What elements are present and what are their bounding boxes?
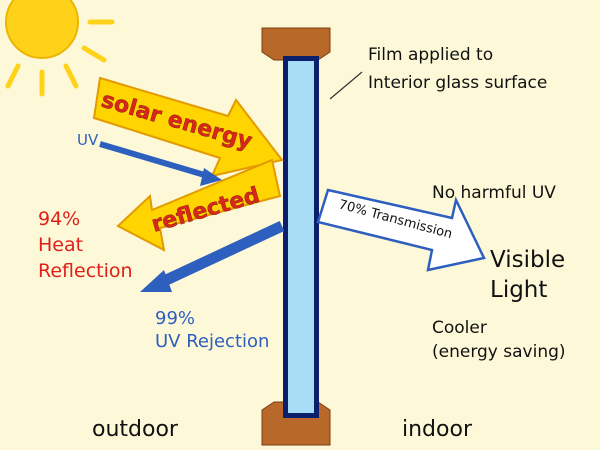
heat-word: Heat (38, 234, 84, 256)
uv-incoming-arrow (99, 141, 222, 186)
reflected-arrow (116, 158, 282, 252)
uv-rejection-arrow (140, 221, 285, 292)
film-pointer-line (329, 71, 363, 100)
window-pane (261, 27, 331, 446)
cooler-label: Cooler (432, 318, 487, 338)
transmission-arrow (316, 188, 486, 272)
film-label-line1: Film applied to (368, 45, 494, 65)
heat-percent: 94% (38, 208, 81, 230)
uv-rejection-label: UV Rejection (155, 331, 270, 352)
film-label-line2: Interior glass surface (368, 73, 548, 93)
solar-energy-arrow (92, 76, 284, 178)
visible-light-line1: Visible (490, 247, 566, 273)
uv-rejection-percent: 99% (155, 308, 196, 329)
sun-icon (5, 0, 115, 97)
visible-light-line2: Light (490, 277, 548, 303)
uv-label: UV (77, 131, 99, 149)
no-harmful-uv-label: No harmful UV (432, 183, 556, 203)
energy-saving-label: (energy saving) (432, 342, 566, 362)
indoor-label: indoor (402, 417, 472, 442)
outdoor-label: outdoor (92, 417, 178, 442)
heat-reflection-word: Reflection (38, 260, 133, 282)
